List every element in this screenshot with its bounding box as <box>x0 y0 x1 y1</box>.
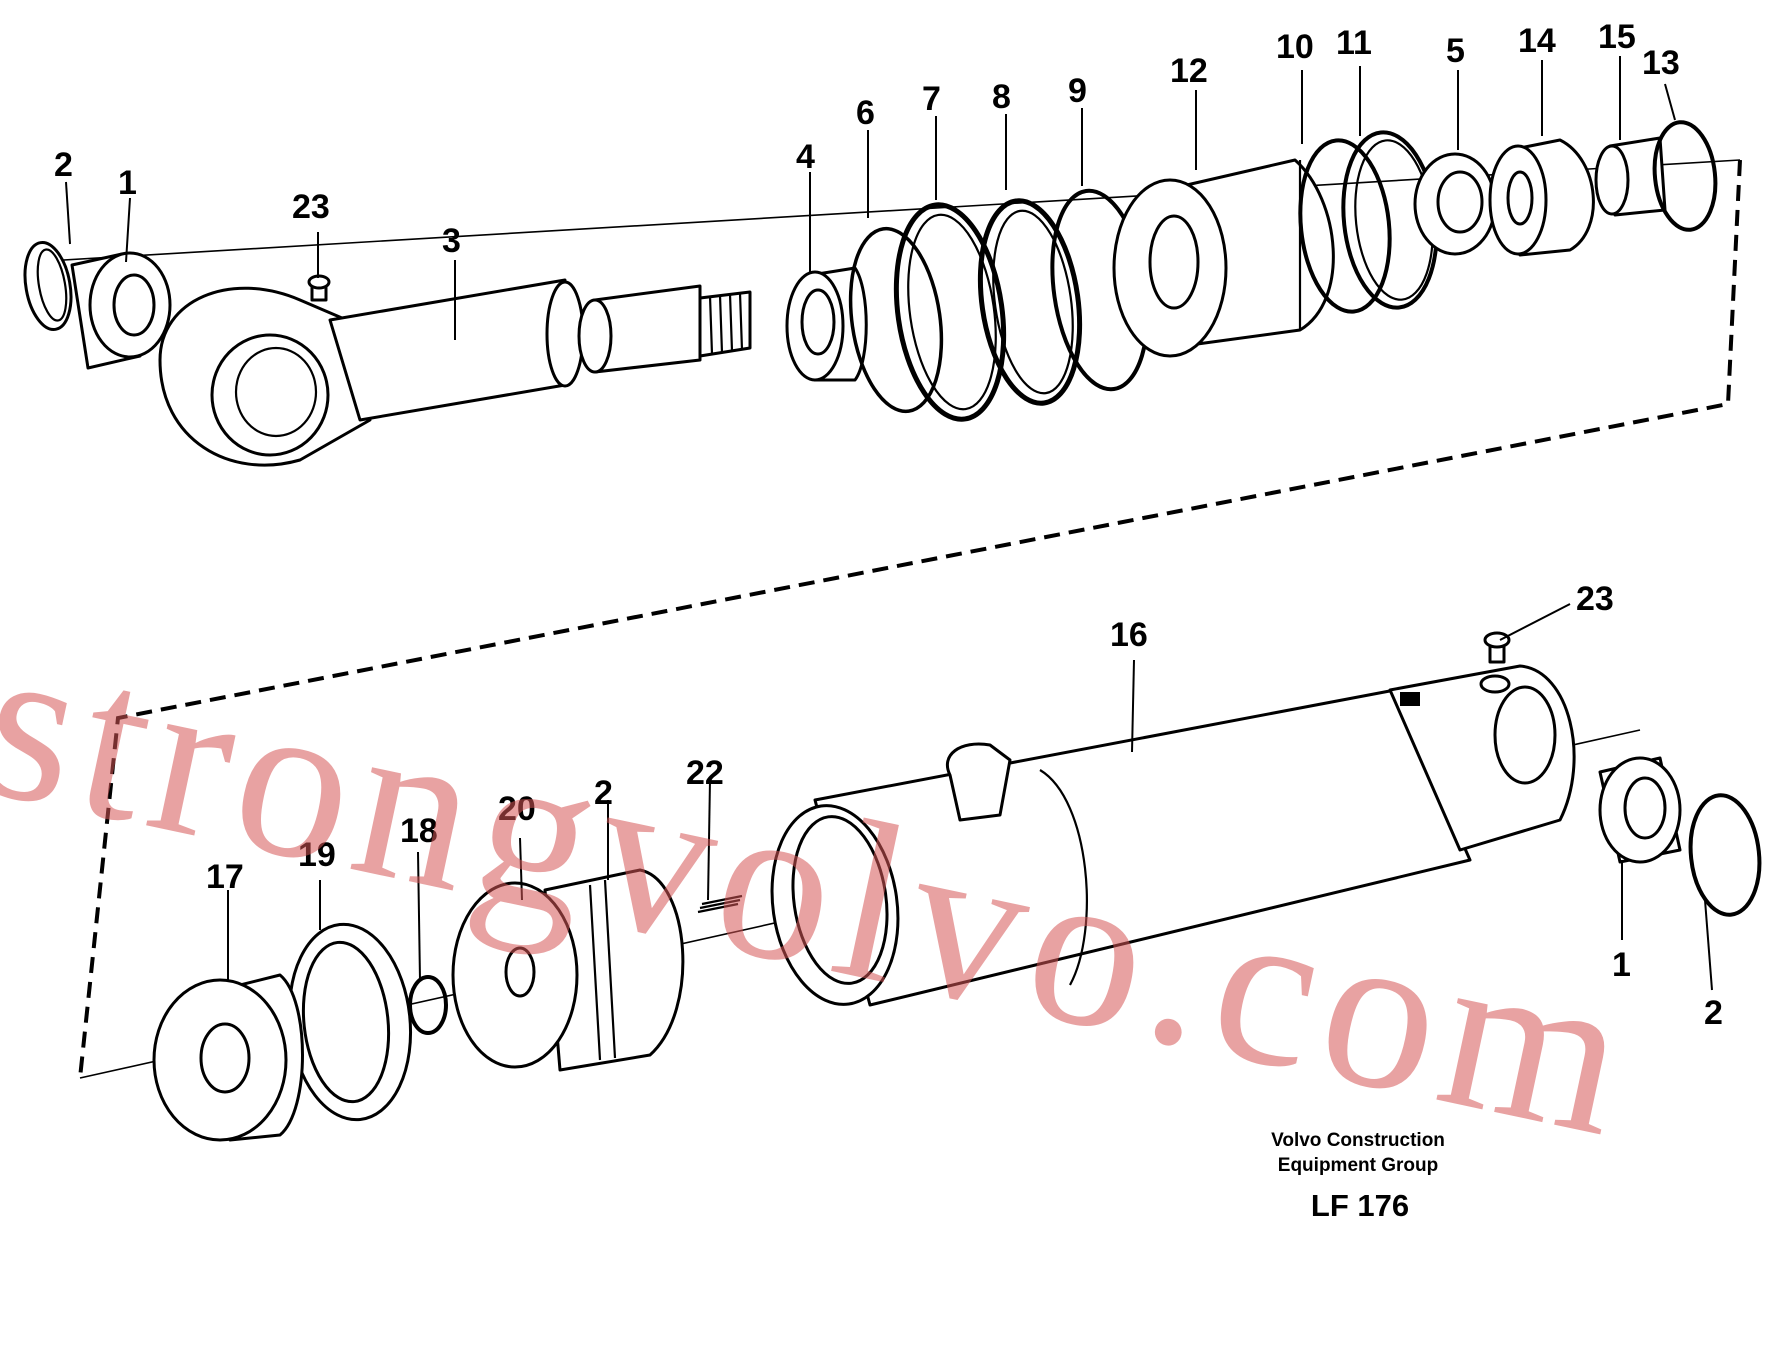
callout-16: 16 <box>1110 616 1148 654</box>
callout-2-bottom: 2 <box>1704 994 1723 1032</box>
leader-lines <box>65 56 1713 991</box>
callout-23-bottom: 23 <box>1576 580 1614 618</box>
callout-4: 4 <box>796 138 815 176</box>
callout-19: 19 <box>298 836 336 874</box>
o-ring-18 <box>408 975 448 1035</box>
manufacturer-credit: Volvo Construction Equipment Group <box>1188 1128 1528 1178</box>
retaining-ring-top-left <box>23 241 73 331</box>
callout-11: 11 <box>1336 24 1372 62</box>
grease-nipple-bottom <box>1483 631 1511 664</box>
callout-23-top: 23 <box>292 188 330 226</box>
callout-6: 6 <box>856 94 875 132</box>
callout-13: 13 <box>1642 44 1680 82</box>
retaining-ring-bottom-right <box>1688 793 1762 917</box>
callout-21: 2 <box>594 774 613 812</box>
callout-22: 22 <box>686 754 724 792</box>
callout-10: 10 <box>1276 28 1314 66</box>
callout-5: 5 <box>1446 32 1465 70</box>
callout-12: 12 <box>1170 52 1208 90</box>
diagram-code: LF 176 <box>1310 1188 1410 1223</box>
wiper-seal <box>785 266 868 382</box>
lock-ring-13 <box>1652 120 1718 232</box>
callout-9: 9 <box>1068 72 1087 110</box>
piston-14 <box>1488 138 1595 257</box>
callout-17: 17 <box>206 858 244 896</box>
credit-line-2: Equipment Group <box>1277 1155 1439 1176</box>
seal-19 <box>287 922 413 1122</box>
piston-rod-eye <box>158 278 585 467</box>
callout-3: 3 <box>442 222 461 260</box>
callout-1-top: 1 <box>118 164 137 202</box>
retaining-ring-6 <box>848 226 944 414</box>
callout-8: 8 <box>992 78 1011 116</box>
callout-20: 20 <box>498 790 536 828</box>
callout-14: 14 <box>1518 22 1556 60</box>
callout-2-top: 2 <box>54 146 73 184</box>
cylinder-tube <box>770 664 1576 1007</box>
credit-line-1: Volvo Construction <box>1271 1130 1445 1151</box>
bearing-bottom-right <box>1598 756 1682 864</box>
grease-nipple-top <box>307 274 331 302</box>
piston-17 <box>152 973 304 1142</box>
piston-rod-threaded-end <box>577 284 752 374</box>
piston-bottom <box>451 868 685 1072</box>
callout-15: 15 <box>1598 18 1636 56</box>
spacer-15 <box>1594 136 1667 217</box>
seal-ring-7 <box>893 202 1007 422</box>
bushing-5 <box>1413 152 1497 256</box>
set-screw-22 <box>697 894 743 914</box>
callout-18: 18 <box>400 812 438 850</box>
cylinder-head <box>1112 158 1335 358</box>
assembly-dashed-path <box>78 159 1742 1079</box>
callout-1-bottom: 1 <box>1612 946 1631 984</box>
callout-7: 7 <box>922 80 941 118</box>
seal-ring-8 <box>977 198 1083 406</box>
bearing-top-left <box>70 251 172 370</box>
o-ring-10 <box>1298 138 1392 314</box>
